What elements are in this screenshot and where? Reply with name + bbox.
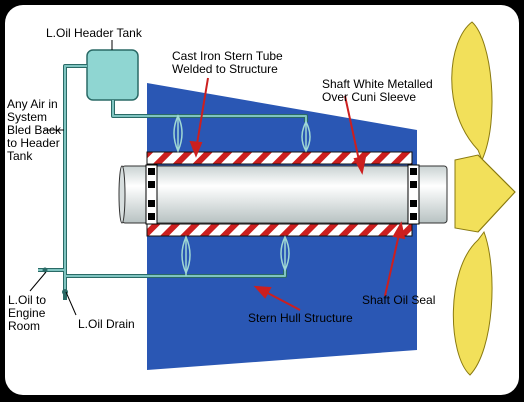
- forward-bearing-seal: [145, 164, 158, 225]
- propeller: [451, 21, 516, 376]
- oil-seal-label: Shaft Oil Seal: [362, 293, 436, 307]
- callout-arrows: [189, 77, 406, 311]
- leader-lines: [29, 40, 113, 316]
- shaft-oil-seal: [407, 164, 420, 225]
- propeller-shaft: [121, 165, 448, 224]
- shaft-end: [118, 165, 126, 224]
- supply-valve: [42, 267, 48, 273]
- oil-passages: [173, 114, 311, 276]
- shaft-metal-label: Shaft White Metalled Over Cuni Sleeve: [322, 77, 433, 104]
- oil-drain-label: L.Oil Drain: [78, 317, 135, 331]
- header-tank: [86, 49, 139, 101]
- hull-structure-label: Stern Hull Structure: [248, 311, 353, 325]
- header-tank-label: L.Oil Header Tank: [46, 26, 142, 40]
- air-bleed-label: Any Air in System Bled Back to Header Ta…: [7, 97, 62, 163]
- stern-tube-label: Cast Iron Stern Tube Welded to Structure: [172, 49, 283, 76]
- oil-to-engine-label: L.Oil to Engine Room: [8, 293, 47, 333]
- stern-tube-bottom: [146, 223, 413, 237]
- stern-tube-top: [146, 151, 413, 165]
